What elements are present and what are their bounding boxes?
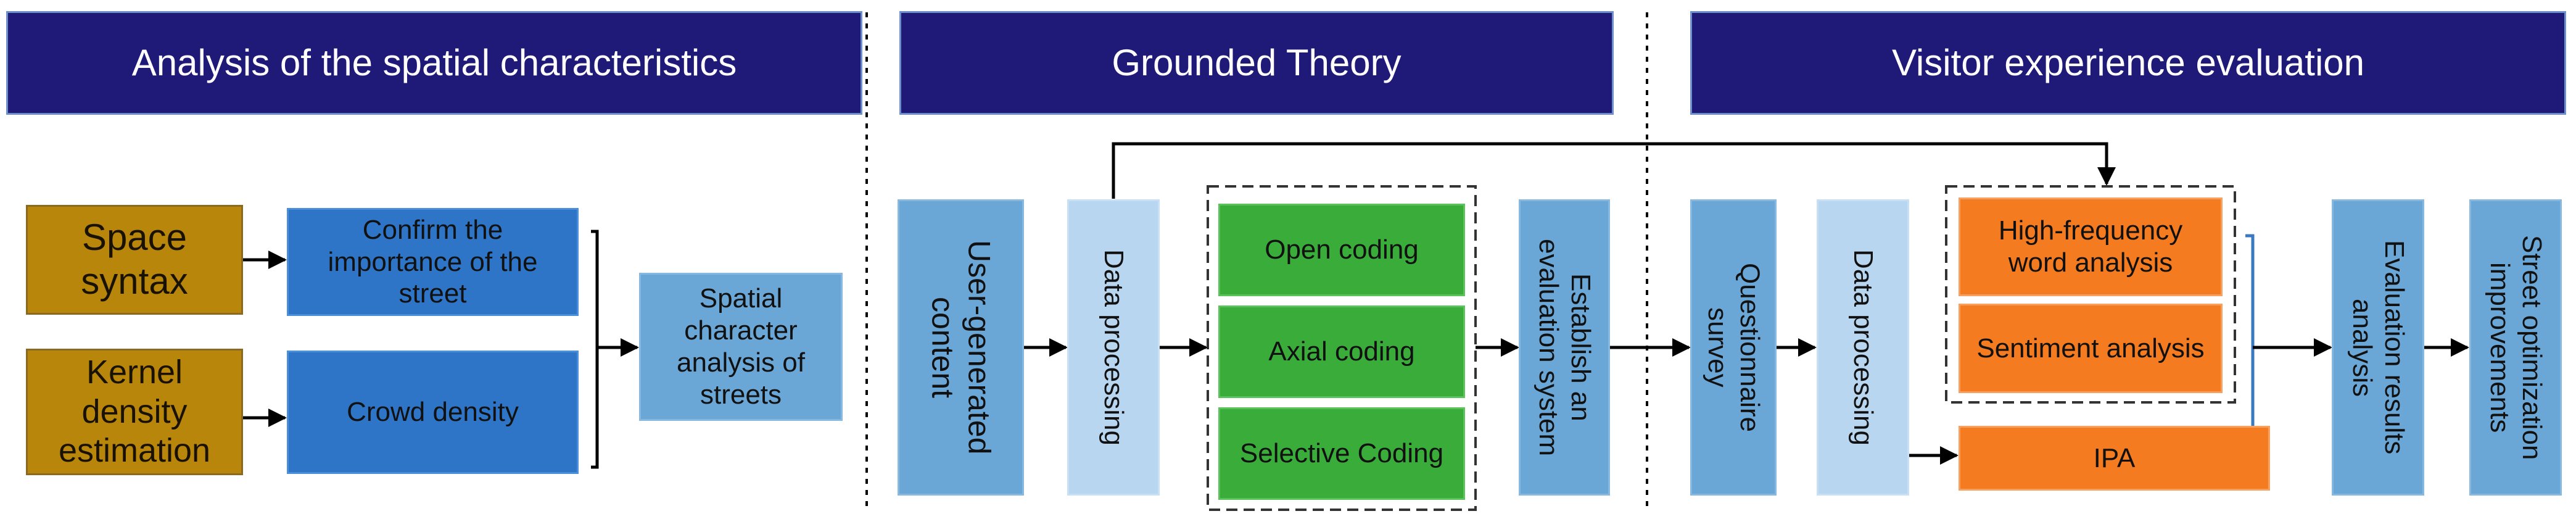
node-crowd-density: Crowd density <box>287 351 579 474</box>
street-label: Street optimization improvements <box>2485 235 2547 460</box>
node-selective-coding: Selective Coding <box>1218 407 1465 500</box>
questionnaire-label: Questionnaire survey <box>1703 263 1765 432</box>
bracket-left <box>591 230 599 469</box>
node-user-generated-content: User-generated content <box>898 199 1024 496</box>
node-data-processing-1: Data processing <box>1067 199 1160 496</box>
node-space-syntax: Space syntax <box>26 205 243 315</box>
node-high-frequency: High-frequency word analysis <box>1959 197 2223 296</box>
node-ipa: IPA <box>1959 426 2270 491</box>
establish-label: Establish an evaluation system <box>1534 238 1596 457</box>
ugc-label: User-generated content <box>925 240 997 455</box>
node-evaluation-results: Evaluation results analysis <box>2332 199 2424 496</box>
arrow-dp1-to-textanalysis <box>1112 142 2116 199</box>
eval-label: Evaluation results analysis <box>2347 240 2409 455</box>
coding-group-border <box>1207 185 1477 511</box>
dp1-label: Data processing <box>1098 249 1129 446</box>
node-open-coding: Open coding <box>1218 204 1465 296</box>
header-spatial: Analysis of the spatial characteristics <box>6 11 862 115</box>
dp2-label: Data processing <box>1847 249 1878 446</box>
node-street-optimization: Street optimization improvements <box>2469 199 2562 496</box>
node-spatial-character: Spatial character analysis of streets <box>639 273 843 421</box>
node-confirm-importance: Confirm the importance of the street <box>287 208 579 316</box>
node-kde: Kernel density estimation <box>26 349 243 475</box>
node-establish-evaluation: Establish an evaluation system <box>1519 199 1610 496</box>
node-data-processing-2: Data processing <box>1817 199 1909 496</box>
node-questionnaire-survey: Questionnaire survey <box>1690 199 1777 496</box>
header-visitor: Visitor experience evaluation <box>1690 11 2566 115</box>
text-analysis-group-border <box>1945 185 2236 404</box>
node-axial-coding: Axial coding <box>1218 305 1465 398</box>
header-grounded: Grounded Theory <box>899 11 1614 115</box>
node-sentiment: Sentiment analysis <box>1959 304 2223 393</box>
